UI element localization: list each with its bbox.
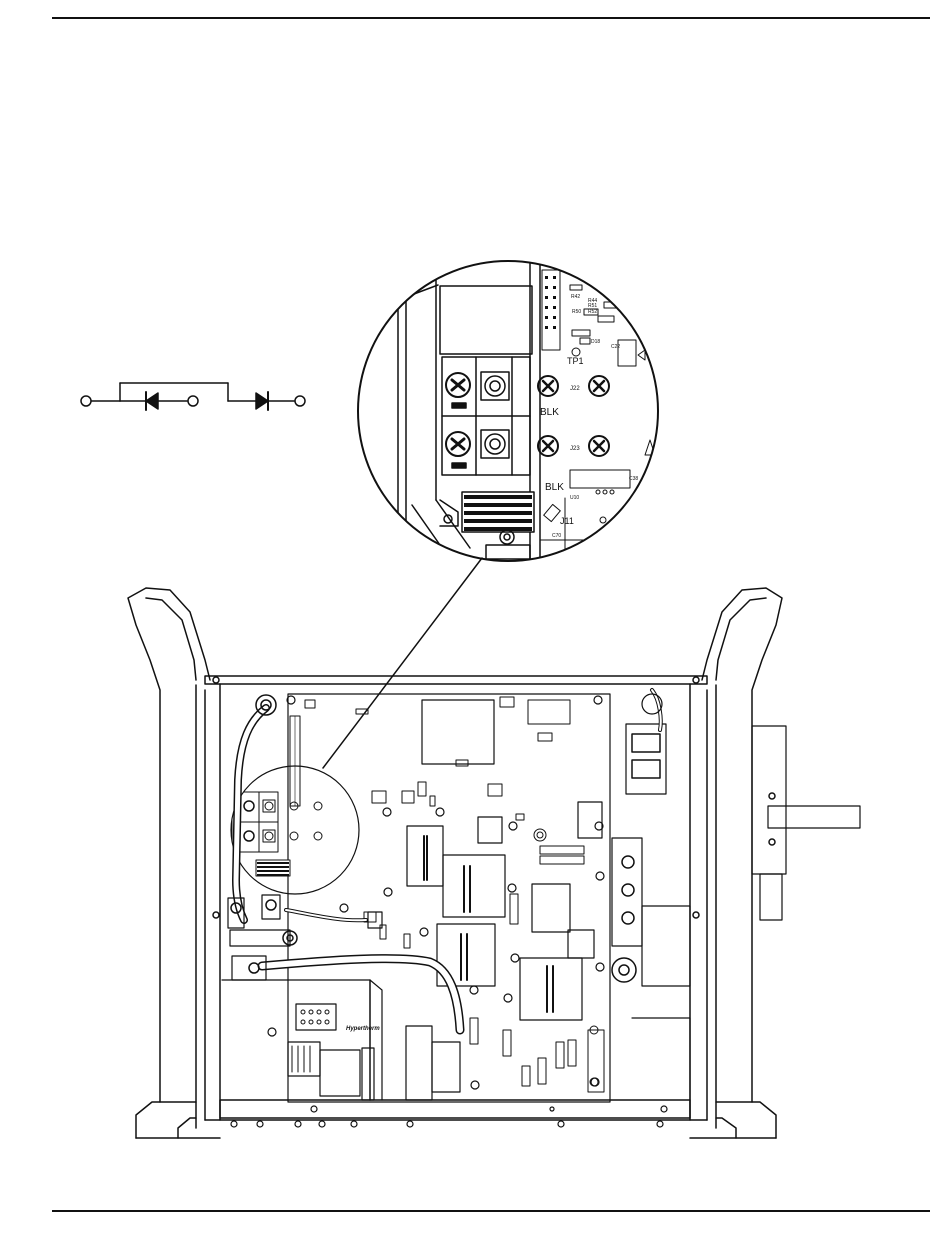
zoom-label-u10: U10: [570, 495, 579, 501]
zoom-label-r42: R42: [571, 294, 580, 300]
zoom-label-tp1: TP1: [567, 356, 584, 366]
logo-text: Hypertherm: [346, 1026, 380, 1032]
zoom-label-c38: C38: [629, 476, 638, 482]
zoom-label-j11: J11: [560, 516, 574, 526]
zoom-label-d18: D18: [591, 339, 600, 345]
leader-line: [323, 558, 482, 768]
power-supply-chassis: Hypertherm: [128, 588, 860, 1138]
zoom-label-r52: R52: [588, 309, 597, 315]
zoom-label-r50: R50: [572, 309, 581, 315]
magnified-detail: J22 BLK J23 BLK TP1 J11 R44 R51 R52 R50 …: [358, 261, 658, 561]
zoom-label-c22: C22: [611, 344, 620, 350]
diode-schematic: [81, 383, 305, 410]
zoom-label-j23: J23: [570, 446, 580, 452]
zoom-label-c70: C70: [552, 533, 561, 539]
zoom-label-blk-1: BLK: [540, 407, 559, 418]
zoom-label-blk-2: BLK: [545, 482, 564, 493]
zoom-label-j22: J22: [570, 386, 580, 392]
